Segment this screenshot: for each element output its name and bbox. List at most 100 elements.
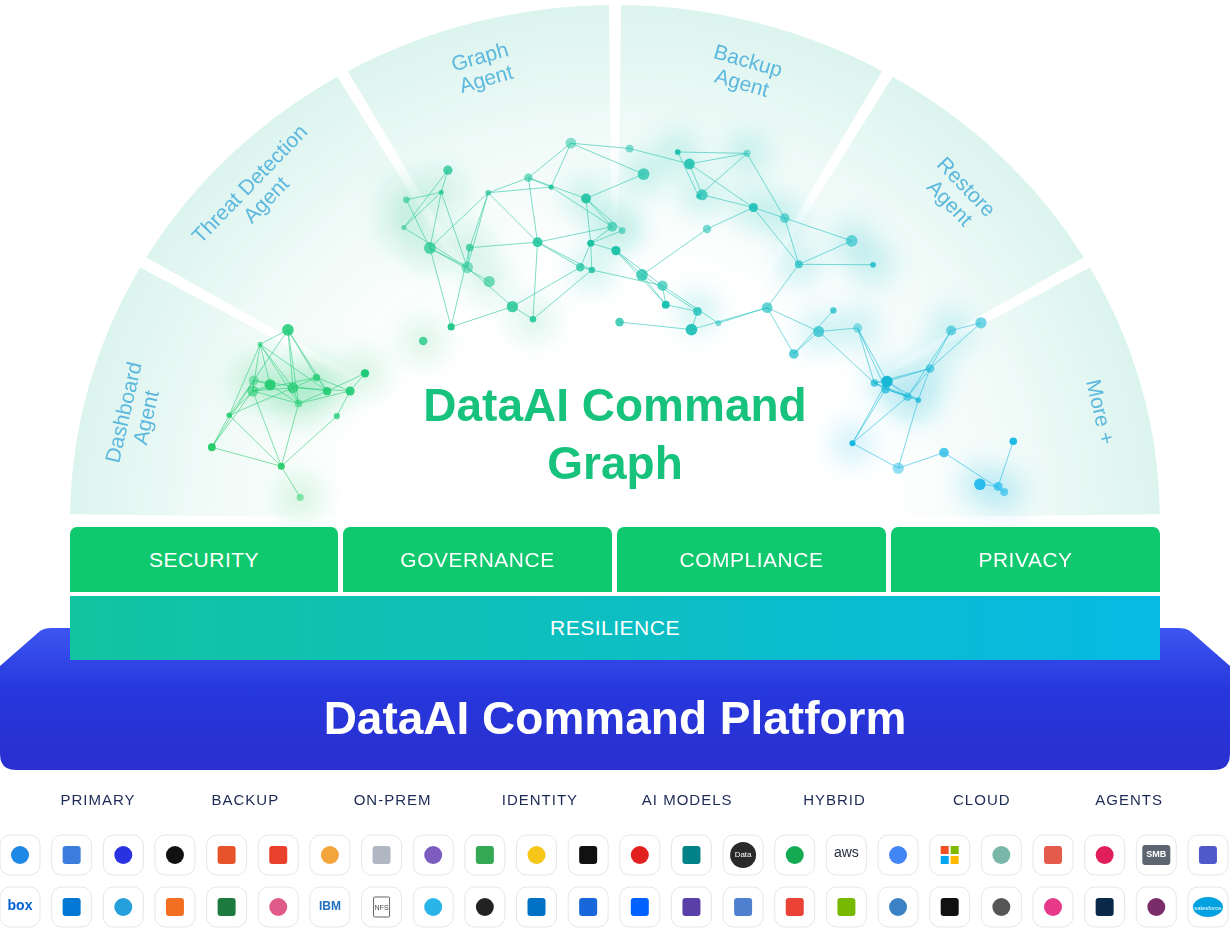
graph-dot [484,276,495,287]
category-label: CLOUD [953,792,1011,809]
pillar-bar: PRIVACY [891,527,1160,592]
graph-dot [530,316,537,323]
graph-dot [615,318,624,327]
logo-icon [568,835,608,875]
graph-dot [939,448,949,458]
logo-icon [362,887,402,927]
graph-dot [749,203,758,212]
graph-link [327,373,365,391]
graph-dot [926,364,935,373]
graph-link [852,397,907,444]
graph-dot [657,280,667,290]
agent-sector: Backup Agent [697,38,792,105]
logo-icon [878,835,918,875]
category-label: AGENTS [1095,792,1163,809]
glow [675,289,719,333]
graph-link [678,152,699,196]
graph-link [620,322,692,329]
graph-dot [795,260,803,268]
graph-link [918,368,930,400]
glow [958,462,1002,506]
logo-icon [620,887,660,927]
graph-dot [662,301,670,309]
logo-icon [981,835,1021,875]
logo-icon [310,835,350,875]
graph-dot [686,324,698,336]
graph-link [316,378,350,391]
graph-link [430,248,451,327]
logo-icon [775,887,815,927]
graph-link [689,164,753,208]
pillar-label: GOVERNANCE [400,548,554,571]
graph-link [260,344,299,403]
graph-link [591,243,592,270]
pillar-label: PRIVACY [978,548,1072,571]
graph-link [753,208,784,219]
graph-dot [288,382,299,393]
pillar-label: RESILIENCE [550,616,680,639]
graph-link [785,218,799,264]
graph-link [229,380,253,415]
graph-link [586,199,612,227]
logo-icon [413,887,453,927]
graph-link [799,241,852,264]
graph-dot [485,190,491,196]
graph-dot [881,376,892,387]
graph-link [281,416,337,466]
graph-dot [295,400,303,408]
agent-sector: Dashboard Agent [100,352,171,477]
graph-dot [313,374,320,381]
graph-dot [419,337,427,345]
graph-dot [549,185,554,190]
graph-dot [247,385,258,396]
graph-link [406,192,441,200]
logo-icon [362,835,402,875]
graph-dot [461,262,473,274]
graph-dot [813,326,824,337]
graph-dot [893,462,904,473]
pillar-label: COMPLIANCE [680,548,824,571]
graph-link [819,328,858,331]
graph-link [253,391,282,466]
graph-dot [297,494,304,501]
glow [305,369,349,413]
graph-dot [703,225,711,233]
graph-link [571,143,630,148]
logo-icon [723,887,763,927]
logo-icon [310,887,350,927]
logo-icon [52,887,92,927]
logo-icon [826,835,866,875]
graph-link [281,466,300,497]
graph-title: DataAI Command Graph [405,376,825,492]
graph-link [718,308,767,324]
graph-link [630,149,690,164]
graph-dot [424,242,436,254]
logo-icon [1085,835,1125,875]
graph-dot [282,324,294,336]
graph-dot [870,262,876,268]
pillar-bar: SECURITY [70,527,338,592]
logo-icon [1136,835,1176,875]
glow [467,260,511,304]
graph-link [212,415,229,447]
graph-dot [915,397,921,403]
agent-sector: Restore Agent [910,146,1007,244]
agent-label: Dashboard Agent [100,352,171,477]
agent-label: Threat Detection Agent [178,111,337,273]
agent-sector: Graph Agent [439,35,526,100]
graph-dot [626,145,634,153]
graph-link [642,275,698,311]
logo-icon [207,835,247,875]
graph-dot [403,197,410,204]
graph-dot [576,263,584,271]
graph-dot [334,413,340,419]
graph-dot [581,194,591,204]
logo-icon [1188,887,1228,927]
graph-link [299,391,328,403]
logo-icon [0,887,40,927]
logo-icon [258,887,298,927]
graph-link [288,330,299,404]
graph-link [666,305,698,312]
graph-dot [323,387,331,395]
graph-link [488,187,551,193]
